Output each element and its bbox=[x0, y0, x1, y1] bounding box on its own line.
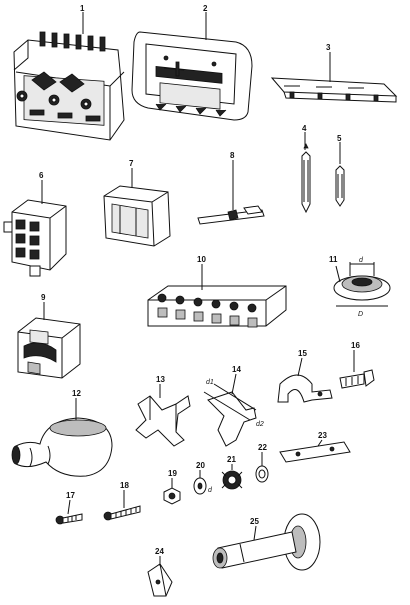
part-23-strip: 23 bbox=[279, 431, 351, 463]
part-17-screw: 17 bbox=[55, 491, 83, 525]
part-19-label: 19 bbox=[168, 469, 177, 478]
part-4-label: 4 bbox=[302, 124, 307, 133]
part-3-label: 3 bbox=[326, 43, 331, 52]
part-22-label: 22 bbox=[258, 443, 267, 452]
part-18-label: 18 bbox=[120, 481, 129, 490]
part-14-spring-clip: d1 d2 14 bbox=[203, 365, 264, 447]
part-13-label: 13 bbox=[156, 375, 165, 384]
part-3-contact-strip: 3 bbox=[270, 43, 398, 103]
part-24-label: 24 bbox=[155, 547, 164, 556]
part-6-label: 6 bbox=[39, 171, 44, 180]
part-16-bolt: 16 bbox=[339, 341, 375, 389]
part-23-label: 23 bbox=[318, 431, 327, 440]
part-8-label: 8 bbox=[230, 151, 235, 160]
part-24-angle-bracket: 24 bbox=[147, 547, 173, 597]
part-12-label: 12 bbox=[72, 389, 81, 398]
part-16-label: 16 bbox=[351, 341, 360, 350]
part-13-bracket-clip: 13 bbox=[135, 375, 191, 447]
part-17-label: 17 bbox=[66, 491, 75, 500]
part-9-connector-block: 9 bbox=[17, 293, 81, 379]
part-12-rubber-boot: 12 bbox=[11, 389, 113, 477]
part-15-cable-clamp: 15 bbox=[277, 349, 333, 403]
part-1-fuse-box-base: 1 bbox=[13, 4, 125, 141]
part-4-fuse-long: 4 bbox=[301, 124, 311, 214]
part-2-label: 2 bbox=[203, 4, 208, 13]
part-21-lock-washer: 21 bbox=[221, 455, 243, 490]
part-14-label: 14 bbox=[232, 365, 241, 374]
part-22-spring-washer: 22 bbox=[255, 443, 269, 483]
part-6-connector-housing: 6 bbox=[3, 171, 67, 277]
part-5-fuse-short: 5 bbox=[335, 134, 345, 207]
part-10-label: 10 bbox=[197, 255, 206, 264]
part-20-washer: d 20 bbox=[193, 461, 213, 495]
part-5-label: 5 bbox=[337, 134, 342, 143]
part-15-label: 15 bbox=[298, 349, 307, 358]
part-11-grommet: d D 11 bbox=[329, 255, 391, 318]
part-8-flat-connector: 8 bbox=[197, 151, 265, 225]
part-2-fuse-box-cover: 2 bbox=[131, 4, 253, 121]
dim-grommet-D: D bbox=[358, 311, 363, 318]
dim-clip-d1: d1 bbox=[206, 379, 214, 386]
part-21-label: 21 bbox=[227, 455, 236, 464]
dim-grommet-d: d bbox=[359, 257, 364, 264]
part-18-screw-long: 18 bbox=[103, 481, 141, 521]
dim-clip-d2: d2 bbox=[256, 421, 264, 428]
part-7-label: 7 bbox=[129, 159, 134, 168]
part-9-label: 9 bbox=[41, 293, 46, 302]
part-1-label: 1 bbox=[80, 4, 85, 13]
part-11-label: 11 bbox=[329, 255, 338, 264]
part-25-spacer-disc: 25 bbox=[212, 513, 321, 571]
part-7-relay-housing: 7 bbox=[103, 159, 171, 247]
part-25-label: 25 bbox=[250, 517, 259, 526]
part-10-terminal-strip: 10 bbox=[147, 255, 287, 328]
dim-washer-d: d bbox=[208, 487, 213, 494]
part-19-nut: 19 bbox=[163, 469, 181, 505]
part-20-label: 20 bbox=[196, 461, 205, 470]
